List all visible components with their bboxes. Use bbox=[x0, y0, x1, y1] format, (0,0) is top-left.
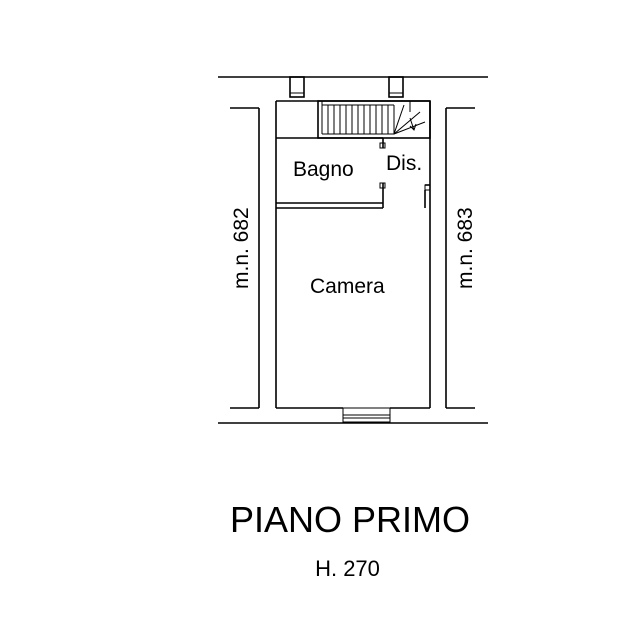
floor-title: PIANO PRIMO bbox=[229, 499, 471, 540]
right-neighbor-wall bbox=[445, 107, 475, 409]
floor-height-label: H. 270 bbox=[315, 556, 380, 581]
chimney-right bbox=[388, 76, 404, 98]
staircase bbox=[317, 100, 431, 139]
left-neighbor-wall bbox=[230, 107, 260, 409]
left-neighbor-label: m.n. 682 bbox=[230, 207, 253, 289]
apartment-outline bbox=[275, 100, 431, 409]
chimney-left bbox=[289, 76, 305, 98]
landing-label: Dis. bbox=[386, 152, 422, 175]
bedroom-label: Camera bbox=[310, 275, 385, 298]
bathroom-label: Bagno bbox=[293, 158, 354, 181]
bedroom-window bbox=[342, 407, 391, 423]
right-neighbor-label: m.n. 683 bbox=[454, 207, 477, 289]
